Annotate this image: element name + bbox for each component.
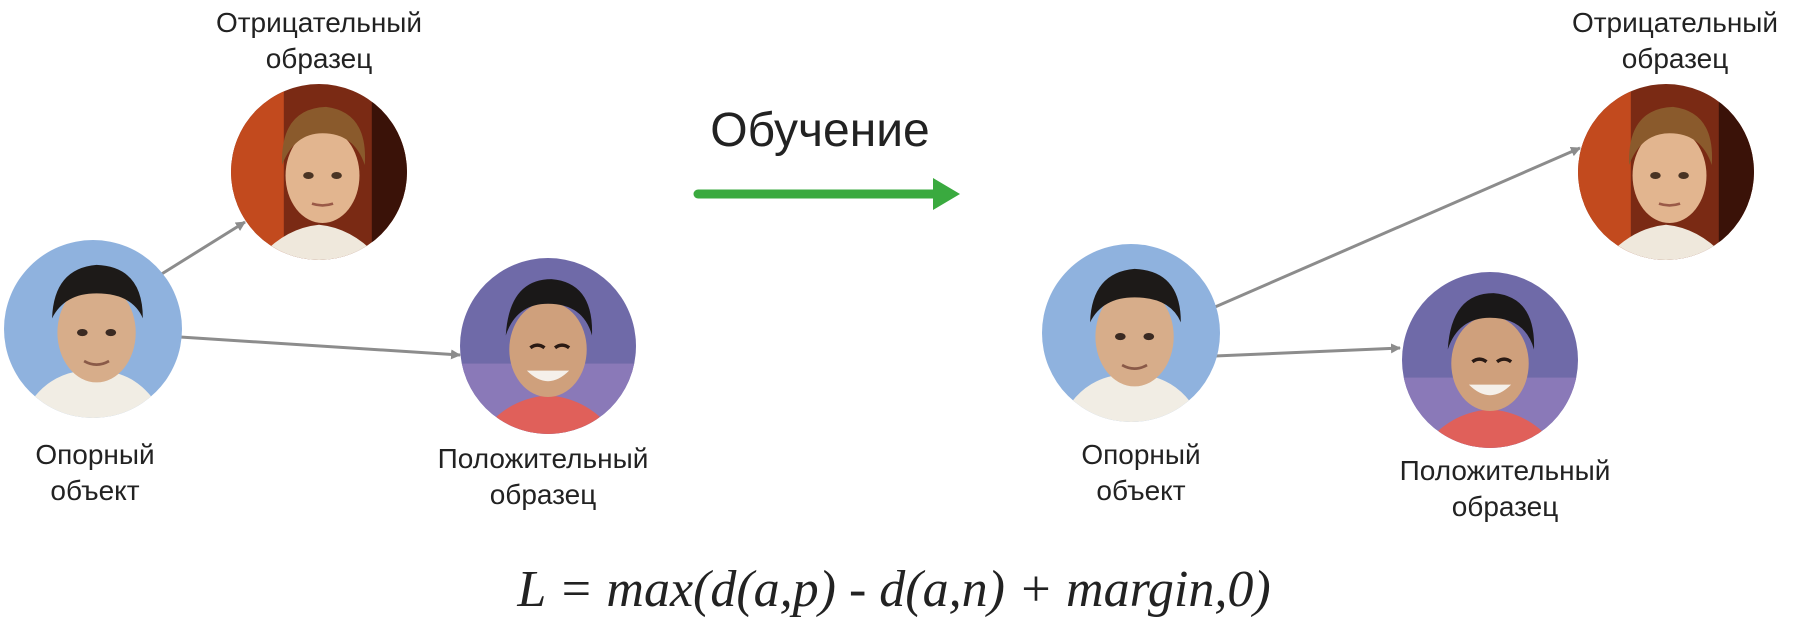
after-positive-label-line1: Положительный — [1399, 455, 1611, 486]
training-label: Обучение — [710, 104, 930, 157]
before-negative-label-line2: образец — [265, 43, 373, 74]
after-anchor-label-line1: Опорный — [1081, 439, 1201, 470]
after-anchor-to-positive-arrow — [1214, 343, 1401, 358]
after-anchor-label: Опорный объект — [1081, 437, 1200, 509]
after-negative-label-line1: Отрицательный — [1571, 7, 1779, 38]
after-positive-label-line2: образец — [1451, 491, 1559, 522]
after-anchor-to-negative-arrow — [1214, 146, 1581, 309]
before-negative-label-line1: Отрицательный — [215, 7, 423, 38]
training-arrow-head — [933, 178, 960, 210]
before-positive-face-photo — [460, 258, 636, 434]
after-negative-face-photo — [1578, 84, 1754, 260]
before-anchor-face-photo — [4, 240, 182, 418]
after-negative-label-line2: образец — [1621, 43, 1729, 74]
after-positive-face-photo — [1402, 272, 1578, 448]
before-positive-label: Положительный образец — [438, 441, 649, 513]
before-negative-label: Отрицательный образец — [216, 5, 422, 77]
before-positive-label-line1: Положительный — [437, 443, 649, 474]
after-anchor-face-photo — [1042, 244, 1220, 422]
after-anchor-label-line2: объект — [1096, 475, 1186, 506]
before-anchor-to-negative-arrow — [159, 220, 246, 277]
before-negative-face-photo — [231, 84, 407, 260]
after-positive-label: Положительный образец — [1400, 453, 1611, 525]
triplet-loss-formula: L = max(d(a,p) - d(a,n) + margin,0) — [517, 561, 1271, 618]
before-positive-label-line2: образец — [489, 479, 597, 510]
before-anchor-to-positive-arrow — [179, 335, 461, 360]
before-anchor-label-line2: объект — [50, 475, 140, 506]
after-negative-label: Отрицательный образец — [1572, 5, 1778, 77]
before-anchor-label-line1: Опорный — [35, 439, 155, 470]
before-anchor-label: Опорный объект — [35, 437, 154, 509]
